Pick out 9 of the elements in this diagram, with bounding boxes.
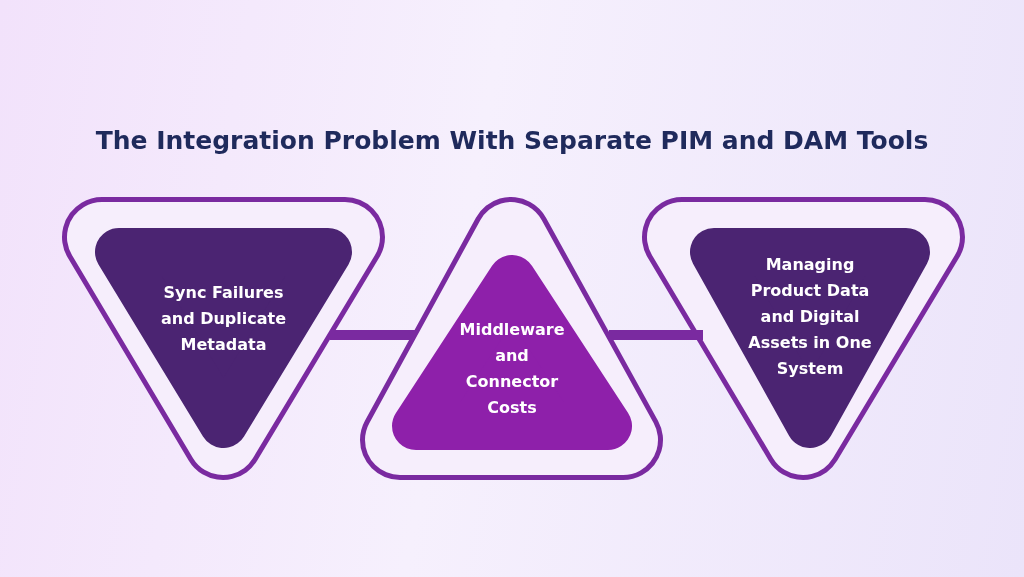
triangle-node [392,255,632,450]
connector [330,330,415,340]
node-label: Managing Product Data and Digital Assets in One System [747,254,873,380]
title: The Integration Problem With Separate PIM and DAM Tools [94,126,930,155]
node-label: Sync Failures and Duplicate Metadata [159,282,288,356]
triangle-node [95,228,352,448]
node-label: Middleware and Connector Costs [458,319,566,419]
connector [609,330,703,340]
triangle-node [690,228,930,448]
